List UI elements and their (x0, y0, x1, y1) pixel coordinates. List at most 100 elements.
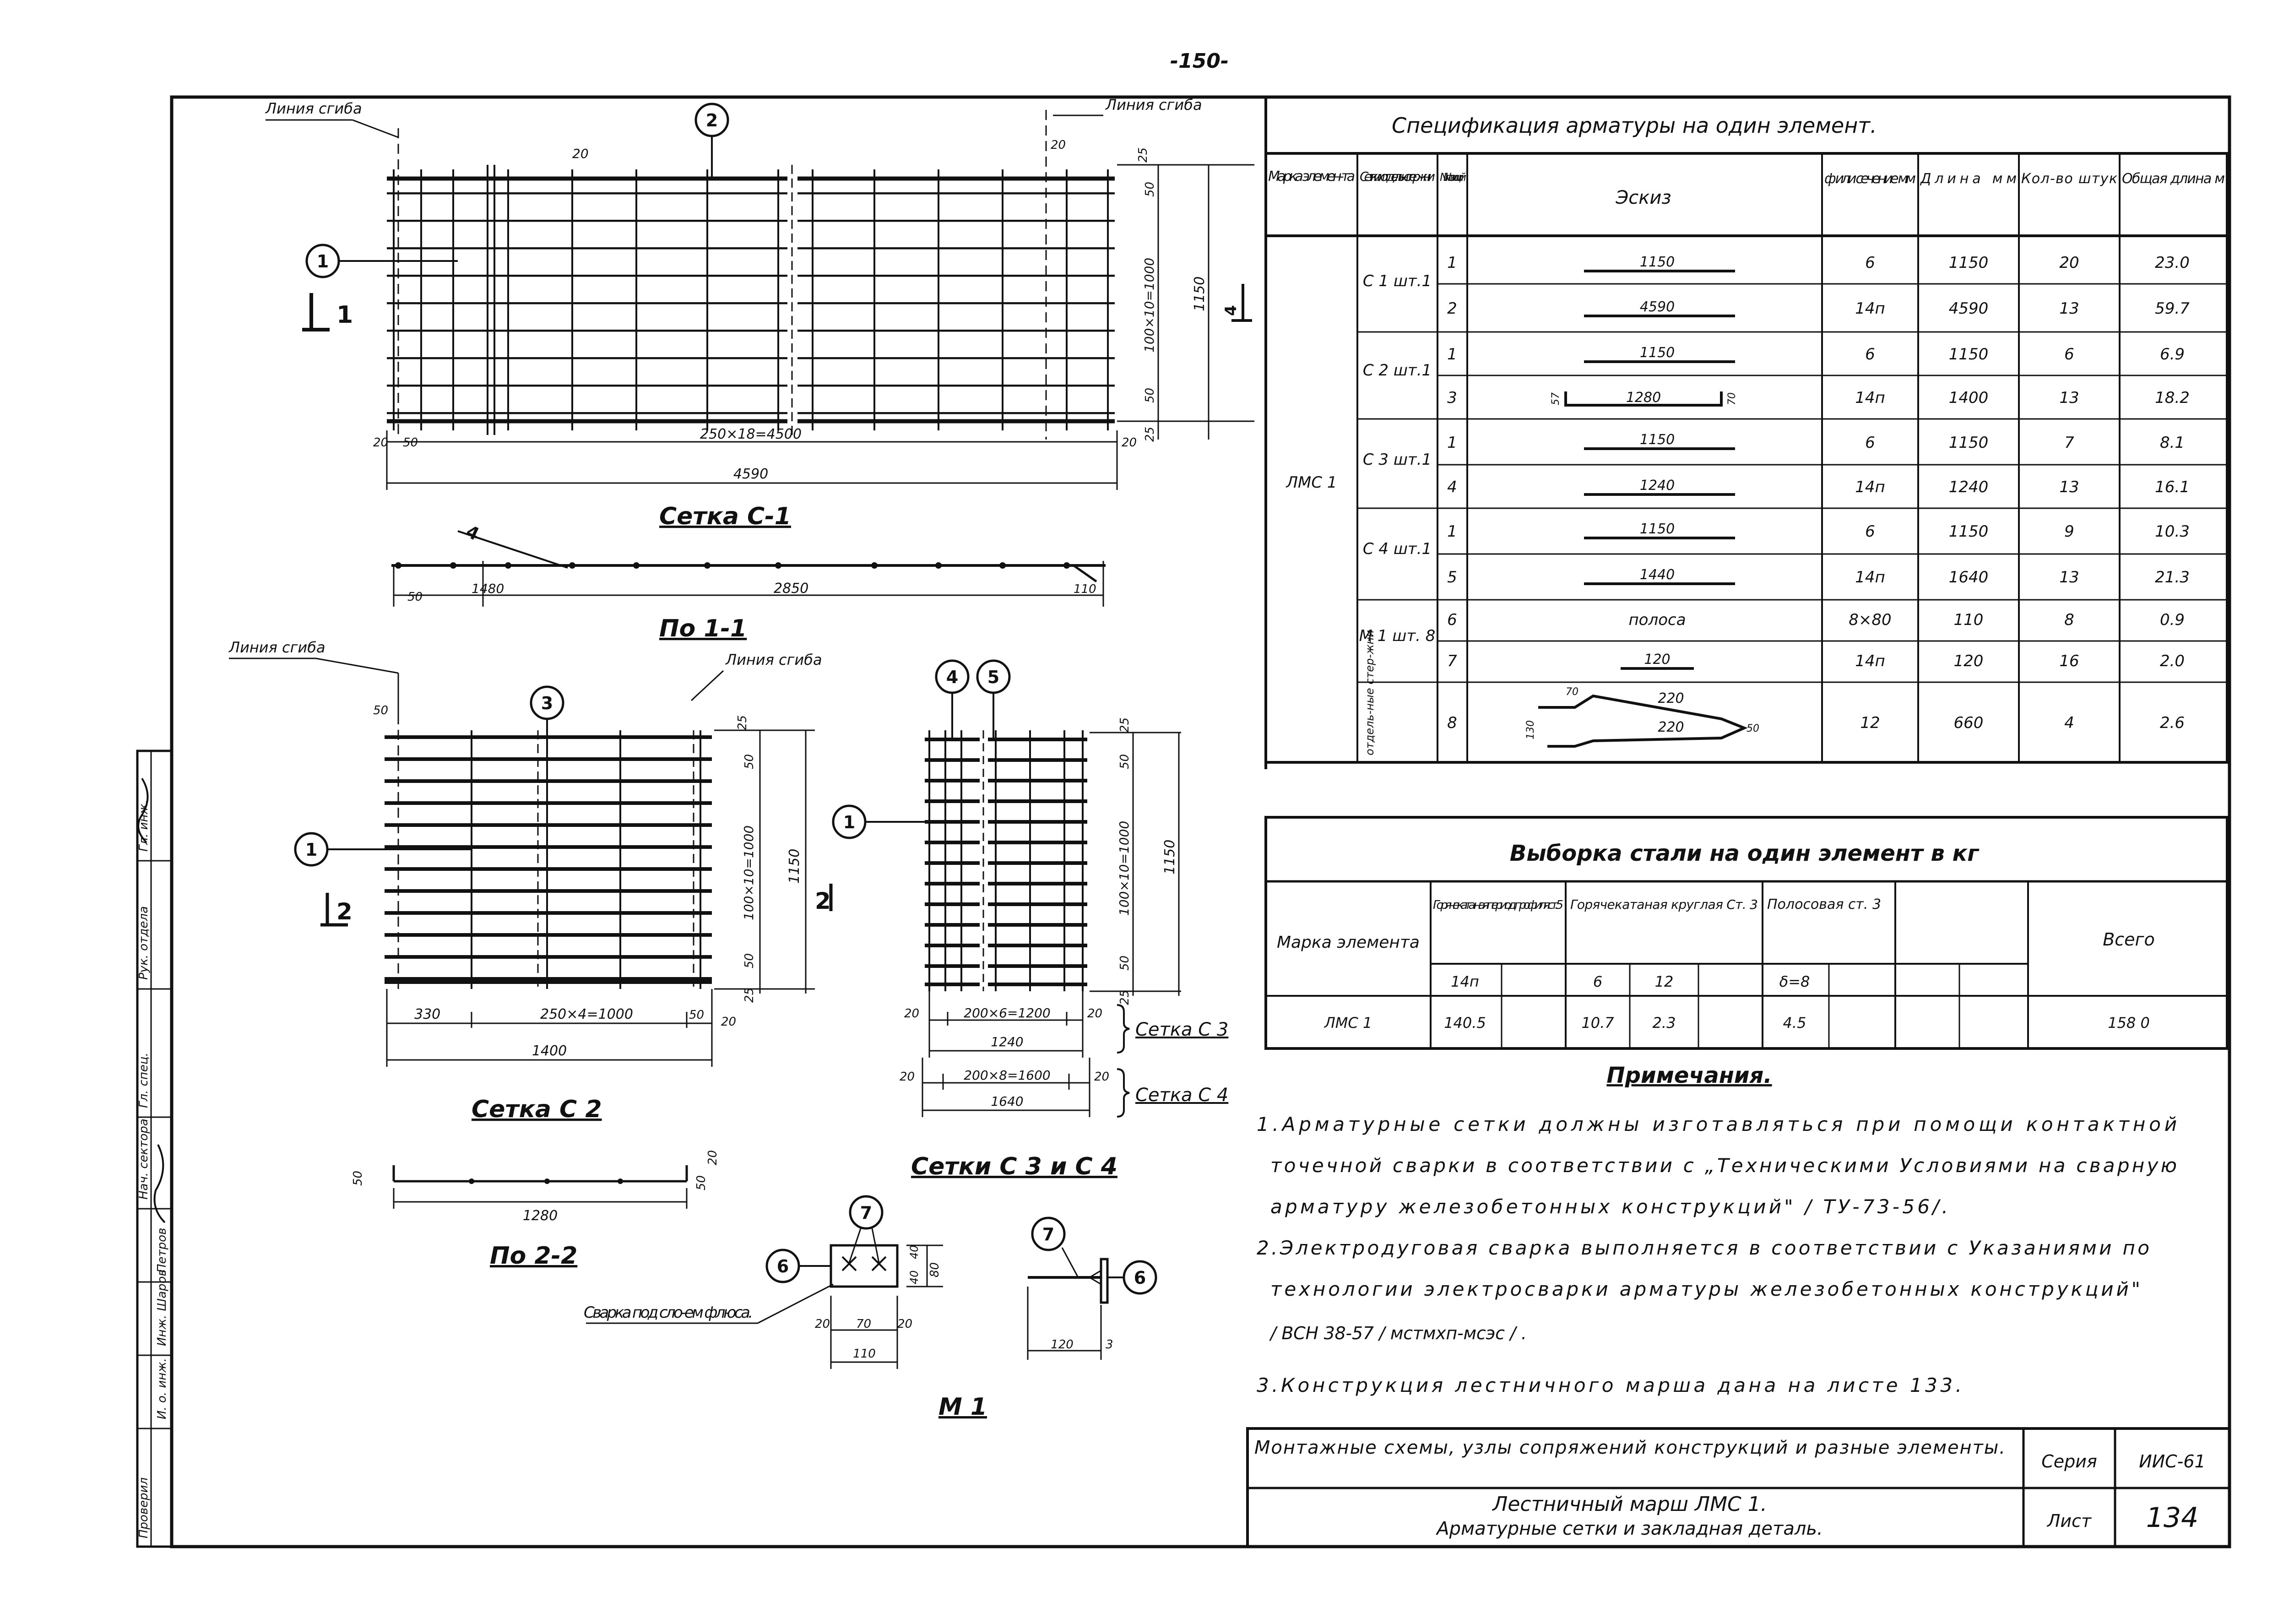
section-22-dim-20: 20 (706, 1150, 720, 1165)
steel-table: Выборка стали на один элемент в кг Марка… (1264, 816, 2229, 1050)
spec-c1-r2-qty: 13 (2059, 299, 2079, 318)
spec-sketch-s3-left: 57 (1550, 392, 1562, 405)
m1-callout-7a (849, 1195, 884, 1230)
c3-dim-span: 200×6=1200 (964, 1005, 1050, 1021)
spec-c4-r1-dia: 6 (1865, 522, 1875, 541)
m1-dim-110: 110 (853, 1347, 876, 1361)
spec-c4-r1-total: 10.3 (2155, 522, 2190, 541)
svg-text:7: 7 (1042, 1224, 1054, 1244)
m1-dim-40b: 40 (908, 1270, 921, 1284)
m1-title: М 1 (938, 1393, 987, 1421)
spec-c1-r1-qty: 20 (2059, 254, 2079, 272)
c3-dim-left: 20 (904, 1007, 919, 1021)
spec-sketch-c3-1: 1150 (1640, 432, 1675, 448)
spec-m1-r1-len: 110 (1954, 611, 1984, 629)
c3-dim-total: 1240 (991, 1034, 1023, 1049)
section-22-dim-50: 50 (351, 1171, 365, 1186)
steel-col-mark: Марка элемента (1277, 933, 1420, 952)
spec-m1-r2-qty: 16 (2059, 652, 2079, 670)
spec-h-mark: Марка элемен-та (1268, 168, 1355, 185)
svg-text:5: 5 (987, 667, 999, 687)
spec-c1-r2-total: 59.7 (2155, 299, 2190, 318)
spec-h-pos: NN позиций (1440, 171, 1466, 184)
c4-dim-total: 1640 (991, 1094, 1023, 1109)
tb-name-2: Арматурные сетки и закладная деталь. (1435, 1518, 1823, 1539)
notes-title: Примечания. (1606, 1063, 1772, 1088)
c1-dim-20-top: 20 (572, 146, 589, 161)
c2-title: Сетка С 2 (472, 1096, 602, 1123)
notes-line-6: / ВСН 38-57 / мстмхп-мсэс / . (1269, 1323, 1527, 1343)
spec-c2-r2-qty: 13 (2059, 389, 2079, 407)
steel-title: Выборка стали на один элемент в кг (1510, 841, 1980, 866)
spec-sep-r1-len: 660 (1954, 714, 1984, 732)
spec-group-sep: отдель-ные стер-жни (1363, 630, 1376, 755)
spec-m1-r2-total: 2.0 (2160, 652, 2185, 670)
title-block: Монтажные схемы, узлы сопряжений констру… (1246, 1427, 2231, 1548)
spec-sketch-c4-1: 1150 (1640, 521, 1675, 537)
c2-dim-25-top: 25 (736, 715, 749, 730)
stamp-cell-2: Рук. отдела (137, 906, 151, 980)
spec-c3-r2-dia: 14п (1855, 478, 1885, 496)
spec-c2-r2-dia: 14п (1855, 389, 1885, 407)
spec-sep-r1-total: 2.6 (2160, 714, 2185, 732)
spec-sketch-c2-2: 1280 (1626, 390, 1661, 406)
spec-h-sketch: Эскиз (1615, 187, 1671, 208)
section-2-2: 50 1280 20 50 По 2-2 (351, 1150, 720, 1270)
spec-m1-r1-total: 0.9 (2160, 611, 2185, 629)
c1-dim-height: 1150 (1192, 277, 1208, 311)
c1-dim-left-20: 20 (373, 436, 388, 450)
embedded-part-m1: 7 6 40 40 80 20 70 20 110 7 6 (584, 1195, 1157, 1421)
spec-sep-r1-qty: 4 (2064, 714, 2074, 732)
spec-m1-r2-pos: 7 (1447, 652, 1457, 670)
spec-c3-r2-total: 16.1 (2155, 478, 2190, 496)
c2-bend-label-right: Линия сгиба (725, 651, 822, 668)
stamp-cell-5: Петров (155, 1228, 169, 1273)
mesh-c1-drawing: Линия сгиба Линия сгиба 20 20 2 1 1 25 5… (265, 96, 1254, 530)
spec-sketch-c3-2: 1240 (1640, 478, 1675, 494)
spec-c2-r1-total: 6.9 (2160, 345, 2185, 364)
spec-c1-r1-pos: 1 (1447, 254, 1457, 272)
spec-h-qty: Кол-во штук (2021, 171, 2117, 187)
steel-row-strip: 4.5 (1783, 1014, 1806, 1032)
c34-title: Сетки С 3 и С 4 (911, 1153, 1117, 1180)
spec-sep-r1-pos: 8 (1447, 714, 1457, 732)
section-11-dim-110: 110 (1074, 582, 1096, 596)
section-22-dim-50b: 50 (694, 1175, 708, 1190)
spec-c3-r2-qty: 13 (2059, 478, 2079, 496)
c1-dim-25-bot: 25 (1143, 427, 1157, 442)
tb-desc: Монтажные схемы, узлы сопряжений констру… (1254, 1437, 2005, 1458)
c2-dim-50-top: 50 (743, 754, 756, 769)
spec-sketch-c4-2: 1440 (1640, 567, 1675, 583)
spec-sketch-m1-1: полоса (1628, 611, 1686, 629)
spec-c1-r2-dia: 14п (1855, 299, 1885, 318)
spec-c1-r1-total: 23.0 (2155, 254, 2190, 272)
tb-series-label: Серия (2041, 1451, 2097, 1472)
spec-c4-r2-len: 1640 (1949, 568, 1989, 587)
steel-sub-3: 6 (1593, 973, 1602, 990)
c34-dim-50-top: 50 (1118, 754, 1132, 769)
spec-c2-r1-pos: 1 (1447, 345, 1457, 364)
spec-group-c1: С 1 шт.1 (1363, 272, 1432, 290)
steel-row-14p: 140.5 (1444, 1014, 1486, 1032)
section-22-title: По 2-2 (490, 1242, 577, 1270)
spec-m1-r1-dia: 8×80 (1849, 611, 1891, 629)
steel-group-1: Горячеката-ная период. профиля ст. 5 (1433, 898, 1563, 912)
page-number: -150- (1170, 49, 1229, 73)
spec-c2-r2-total: 18.2 (2155, 389, 2190, 407)
steel-row-mark: ЛМС 1 (1324, 1014, 1372, 1032)
tb-sheet-value: 134 (2146, 1502, 2199, 1534)
c1-dim-20-right-top: 20 (1051, 138, 1066, 152)
c2-bend-label-left: Линия сгиба (228, 639, 325, 656)
c1-dim-total: 4590 (733, 466, 768, 482)
svg-text:3: 3 (541, 693, 553, 713)
c4-dim-span: 200×8=1600 (964, 1068, 1050, 1083)
tb-name-1: Лестничный марш ЛМС 1. (1492, 1493, 1767, 1516)
spec-c3-r1-total: 8.1 (2160, 434, 2185, 452)
spec-sketch-s3-right: 70 (1726, 392, 1738, 405)
spec-h-mesh: Сетки и отдельн. стержни (1360, 169, 1435, 184)
c1-dim-right-20: 20 (1122, 436, 1137, 450)
spec-c3-r1-len: 1150 (1949, 434, 1989, 452)
spec-group-c3: С 3 шт.1 (1363, 451, 1432, 469)
c4-dim-right: 20 (1094, 1070, 1109, 1084)
spec-c3-r2-pos: 4 (1447, 478, 1457, 496)
